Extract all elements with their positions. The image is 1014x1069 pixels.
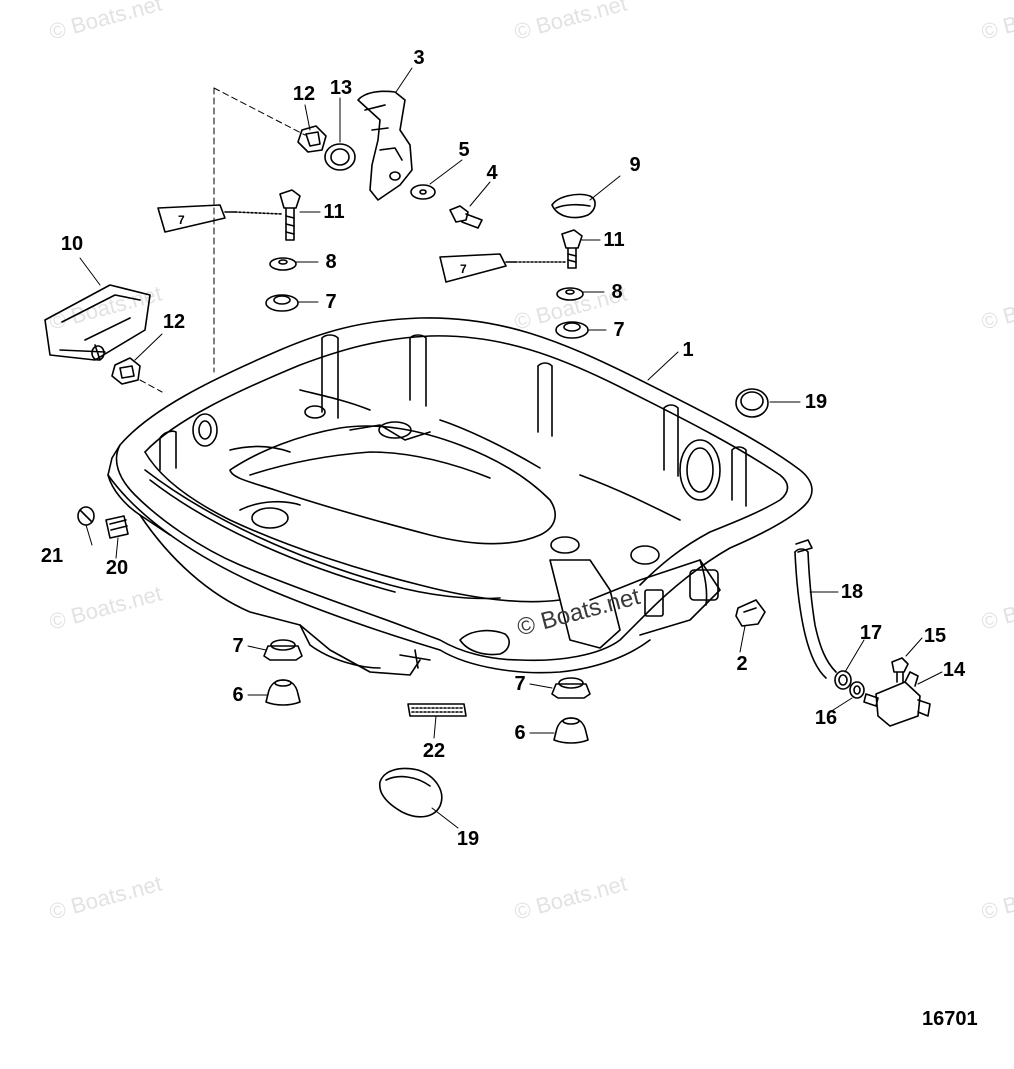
callout-14: 14 <box>942 659 966 681</box>
callout-17: 17 <box>859 622 883 644</box>
mount-part-7-left <box>265 294 299 312</box>
callout-15: 15 <box>923 625 947 647</box>
clip-part-upper <box>297 125 327 153</box>
callout-22: 22 <box>422 740 446 762</box>
fitting-part-20 <box>105 515 129 539</box>
callout-5: 5 <box>458 139 470 161</box>
callout-20: 20 <box>105 557 129 579</box>
grommet-part-2 <box>735 599 766 627</box>
clamp-part-17 <box>834 670 852 690</box>
figure-number: 16701 <box>922 1008 978 1030</box>
screw-part-left <box>279 189 301 241</box>
leader-lines <box>79 67 943 829</box>
washer-part-8-right <box>556 287 584 301</box>
tube-label-left: 7 <box>178 213 185 227</box>
callout-2: 2 <box>736 653 748 675</box>
mount-part-7-right <box>555 321 589 339</box>
strip-part-22 <box>407 703 467 717</box>
callout-8-right: 8 <box>611 281 623 303</box>
hose-part <box>794 539 837 679</box>
mount-part-7-lower-left <box>263 639 303 661</box>
grommet-part <box>324 143 356 171</box>
washer-part-8-left <box>269 257 297 271</box>
clip-part-21 <box>77 506 95 526</box>
cover-part-19-lower <box>378 767 443 818</box>
callout-10: 10 <box>60 233 84 255</box>
adapter-part-16 <box>849 681 865 699</box>
callout-6-lower-left: 6 <box>232 684 244 706</box>
bolt-part <box>449 205 483 229</box>
foot-part-6-lower-right <box>553 717 589 744</box>
bottom-cowl-part <box>107 317 813 676</box>
callout-11-right: 11 <box>603 229 625 251</box>
callout-21: 21 <box>40 545 64 567</box>
callout-8-left: 8 <box>325 251 337 273</box>
screw-part-15 <box>891 657 909 683</box>
seal-part <box>551 193 596 219</box>
callout-9: 9 <box>629 154 641 176</box>
sealant-tube-left <box>157 204 283 233</box>
callout-7-upper-right: 7 <box>613 319 625 341</box>
callout-7-upper-left: 7 <box>325 291 337 313</box>
washer-part <box>410 184 436 200</box>
tube-label-right: 7 <box>460 262 467 276</box>
callout-16: 16 <box>814 707 838 729</box>
plug-part-upper <box>735 388 769 418</box>
callout-7-lower-left: 7 <box>232 635 244 657</box>
handle-part <box>44 284 151 361</box>
callout-6-lower-right: 6 <box>514 722 526 744</box>
sealant-tube-right <box>439 253 566 283</box>
mount-part-7-lower-right <box>551 677 591 699</box>
callout-7-lower-right: 7 <box>514 673 526 695</box>
bracket-part <box>357 90 413 201</box>
clip-part-lower <box>111 357 141 385</box>
callout-19-upper: 19 <box>804 391 828 413</box>
callout-11-left: 11 <box>323 201 345 223</box>
callout-4: 4 <box>486 162 498 184</box>
connector-part <box>863 671 931 727</box>
callout-12-lower: 12 <box>162 311 186 333</box>
callout-19-lower: 19 <box>456 828 480 850</box>
callout-3: 3 <box>413 47 425 69</box>
callout-12-upper: 12 <box>292 83 316 105</box>
callout-1: 1 <box>682 339 694 361</box>
callout-18: 18 <box>840 581 864 603</box>
callout-13: 13 <box>329 77 353 99</box>
foot-part-6-lower-left <box>265 679 301 706</box>
screw-part-right <box>561 229 583 269</box>
